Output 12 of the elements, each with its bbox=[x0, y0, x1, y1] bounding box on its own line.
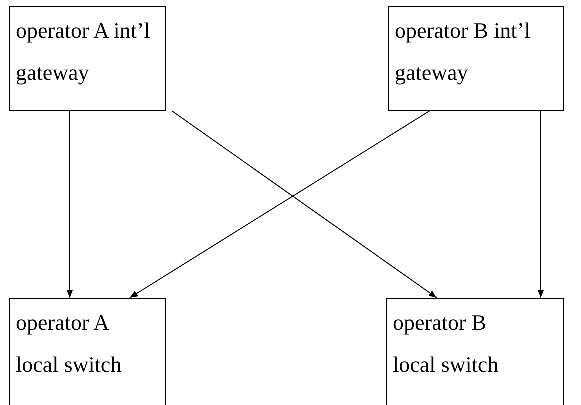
node-label: operator B int’l gateway bbox=[395, 17, 532, 87]
node-label: operator A local switch bbox=[16, 309, 123, 379]
node-box bbox=[9, 298, 166, 405]
node-box bbox=[388, 6, 564, 111]
arrow bbox=[130, 110, 430, 298]
node-box bbox=[9, 6, 166, 111]
arrow bbox=[66, 110, 74, 298]
node-label: operator B local switch bbox=[393, 309, 500, 379]
arrow bbox=[538, 110, 544, 298]
node-box bbox=[386, 298, 564, 405]
arrow bbox=[172, 110, 438, 298]
node-label: operator A int’l gateway bbox=[16, 17, 152, 87]
